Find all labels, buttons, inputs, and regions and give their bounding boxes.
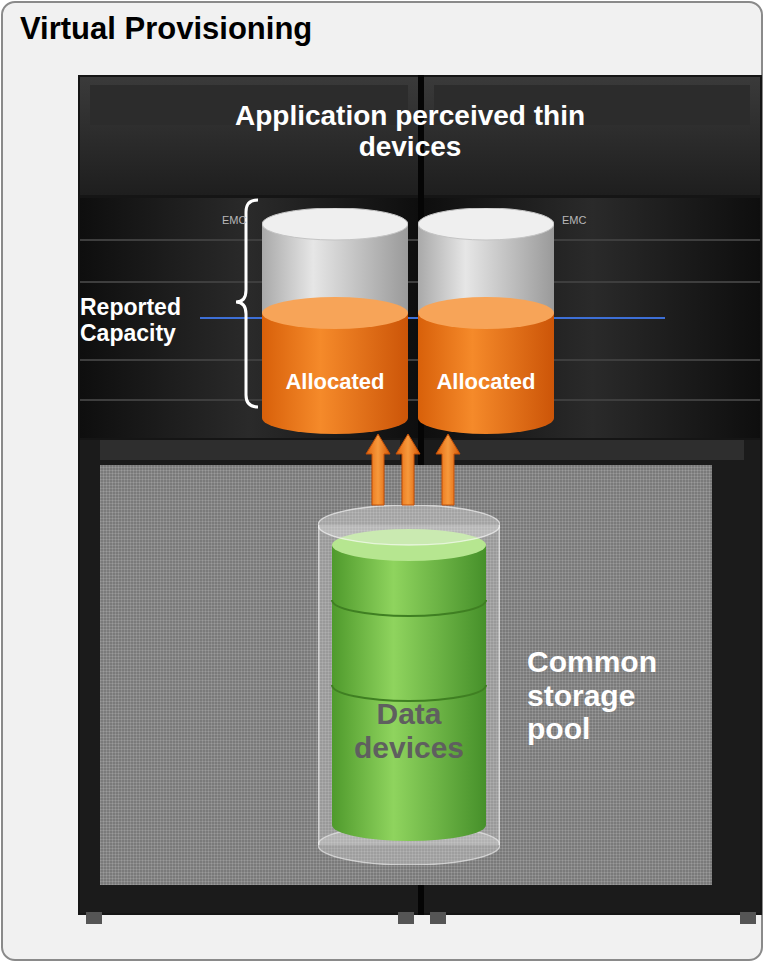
node-text: Allocated — [418, 370, 554, 395]
capacity-label-holder: Reported Capacity — [80, 295, 230, 347]
node-text: Data devices — [329, 697, 489, 764]
device-label-holder: Application perceived thin devices — [215, 100, 605, 163]
storage-pool: Common storage poolData devices — [100, 465, 712, 885]
node-text-holder: Common storage pool — [527, 645, 705, 746]
device-label: Application perceived thin devices — [215, 100, 605, 163]
data-devices: Data devices — [318, 505, 500, 865]
node-text-holder: Data devices — [329, 697, 489, 764]
thin-device: Allocated — [418, 208, 554, 434]
node-text-holder: Allocated — [418, 370, 554, 395]
thin-device-cylinder — [262, 208, 408, 434]
thin-device-cylinder — [418, 208, 554, 434]
node-text: Common storage pool — [527, 645, 705, 746]
capacity-label: Reported Capacity — [80, 295, 230, 347]
node-text: Allocated — [262, 370, 408, 395]
allocation-arrow — [396, 434, 420, 505]
data-device-cylinder — [318, 505, 500, 865]
node-text-holder: Allocated — [262, 370, 408, 395]
brand-mark: EMC — [562, 214, 598, 226]
brand-mark-holder: EMC — [562, 214, 598, 226]
brand-mark-holder: EMC — [222, 214, 258, 226]
allocation-arrow — [436, 434, 460, 505]
diagram-title: Virtual Provisioning — [20, 12, 312, 47]
thin-device: Allocated — [262, 208, 408, 434]
allocation-arrow — [366, 434, 390, 505]
brand-mark: EMC — [222, 214, 258, 226]
